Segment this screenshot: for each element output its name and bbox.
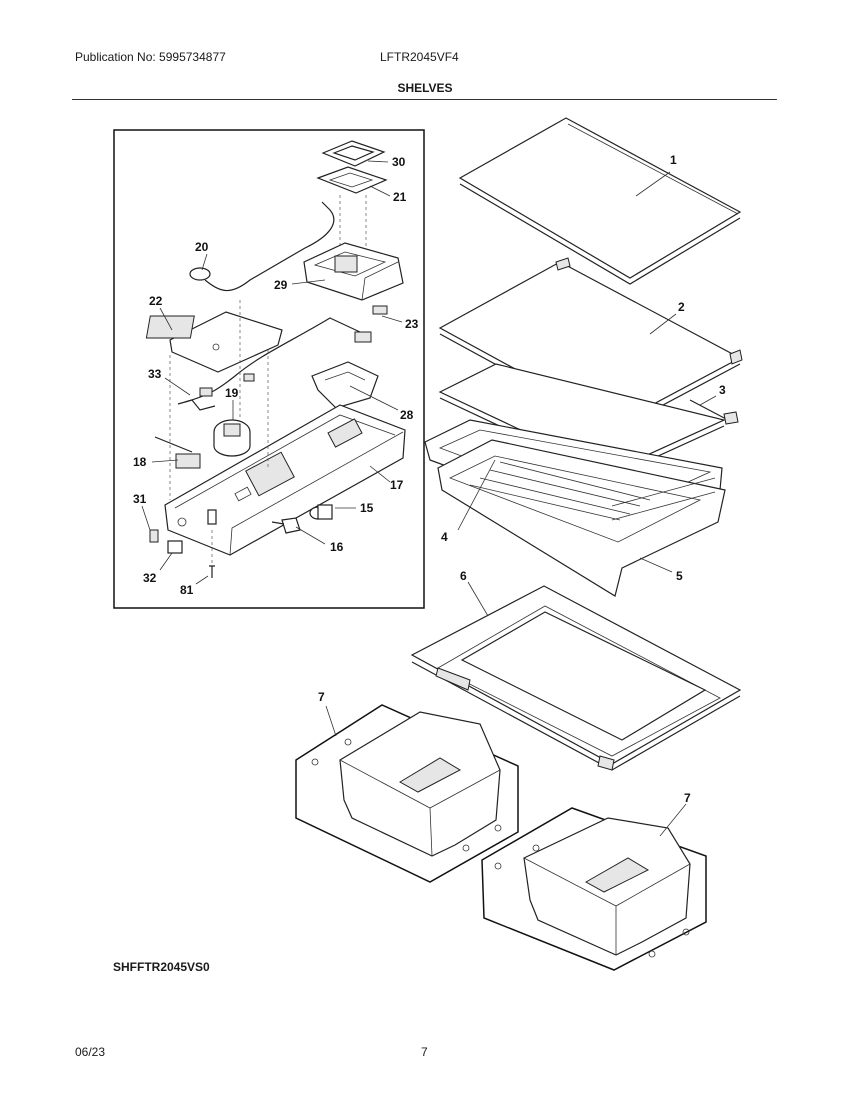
part-15-plug	[309, 504, 333, 520]
callout-31: 31	[133, 492, 147, 506]
callout-7-left: 7	[318, 690, 325, 704]
callout-17: 17	[390, 478, 404, 492]
part-16-connector	[271, 517, 301, 534]
callout-20: 20	[195, 240, 209, 254]
footer-date: 06/23	[75, 1045, 106, 1059]
part-33-harness	[177, 317, 372, 411]
drawer-5-crisper	[437, 439, 726, 597]
diagram-code: SHFFTR2045VS0	[113, 960, 210, 974]
drawer-7-left	[295, 704, 519, 883]
callout-21: 21	[393, 190, 407, 204]
part-29-housing	[303, 242, 404, 301]
publication-number: Publication No: 5995734877	[75, 50, 226, 64]
part-31	[149, 529, 159, 543]
part-30-frame	[321, 140, 386, 167]
header-rule	[72, 99, 777, 100]
callout-22: 22	[149, 294, 163, 308]
part-81-screw	[209, 565, 215, 578]
leader-lines	[141, 160, 717, 837]
callout-30: 30	[392, 155, 406, 169]
model-number: LFTR2045VF4	[380, 50, 459, 64]
callout-28: 28	[400, 408, 414, 422]
callout-81: 81	[180, 583, 194, 597]
callout-3: 3	[719, 383, 726, 397]
callout-32: 32	[143, 571, 157, 585]
part-32	[167, 540, 183, 554]
part-17-housing	[164, 404, 406, 556]
callout-19: 19	[225, 386, 239, 400]
drawer-7-right	[481, 807, 707, 971]
callout-15: 15	[360, 501, 374, 515]
callout-4: 4	[441, 530, 448, 544]
callout-23: 23	[405, 317, 419, 331]
shelf-1	[458, 117, 742, 285]
inset-box	[113, 129, 425, 609]
part-18-switch	[154, 436, 201, 469]
callout-5: 5	[676, 569, 683, 583]
callout-29: 29	[274, 278, 288, 292]
callout-2: 2	[678, 300, 685, 314]
part-23	[372, 305, 388, 315]
page-number: 7	[421, 1045, 428, 1059]
callout-1: 1	[670, 153, 677, 167]
callout-6: 6	[460, 569, 467, 583]
part-20-wire	[189, 201, 335, 292]
callout-18: 18	[133, 455, 147, 469]
callout-7-right: 7	[684, 791, 691, 805]
callout-16: 16	[330, 540, 344, 554]
part-28-duct	[311, 361, 379, 409]
section-title: SHELVES	[397, 81, 453, 95]
callout-33: 33	[148, 367, 162, 381]
cover-6	[410, 585, 742, 771]
part-21-bracket	[316, 166, 388, 194]
part-19-motor	[213, 419, 251, 457]
